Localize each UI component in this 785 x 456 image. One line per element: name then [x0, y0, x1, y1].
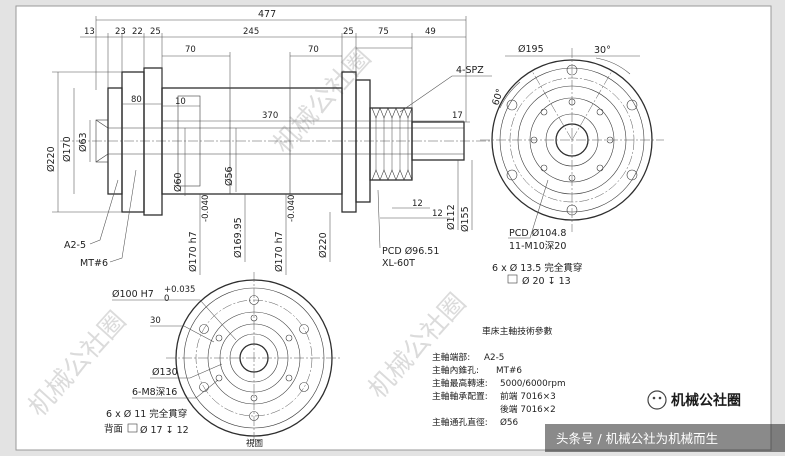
- body-step: [177, 95, 201, 187]
- dim-17: 17: [452, 111, 463, 121]
- dim-70-left: 70: [185, 45, 196, 55]
- dia-220: Ø220: [46, 146, 57, 172]
- front-back-face: 背面: [104, 423, 123, 435]
- credit-bar: [545, 424, 785, 452]
- rear-shaft: [411, 121, 465, 161]
- spec-row-2-value: MT#6: [496, 366, 522, 376]
- front-dia-130: Ø130: [152, 367, 178, 378]
- dim-70-right: 70: [308, 45, 319, 55]
- front-partial-label: 30: [150, 316, 161, 326]
- spec-row-3-label: 主軸最高轉速:: [432, 377, 488, 389]
- spec-row-6-value: Ø56: [500, 417, 519, 428]
- front-caption: 視圖: [246, 438, 263, 449]
- spec-row-1-value: A2-5: [484, 353, 504, 363]
- end-holes: 6 x Ø 13.5 完全貫穿: [492, 262, 582, 274]
- dim-75: 75: [378, 27, 389, 37]
- end-thread: 11-M10深20: [509, 241, 566, 252]
- dim-25-rear: 25: [343, 27, 354, 37]
- credit-text: 头条号 / 机械公社为机械而生: [556, 431, 718, 446]
- angle-60: 60°: [490, 88, 506, 107]
- brand-name: 机械公社圈: [671, 392, 741, 409]
- dia-155: Ø155: [460, 206, 471, 232]
- spec-table: 車床主軸技術參數 主軸端部: A2-5 主軸內錐孔: MT#6 主軸最高轉速: …: [432, 325, 566, 428]
- label-xl-60t: XL-60T: [382, 258, 415, 269]
- spec-title: 車床主軸技術參數: [482, 325, 553, 337]
- spz-leader: [399, 75, 492, 113]
- dia-169-95: Ø169.95: [233, 217, 244, 258]
- spec-row-2-label: 主軸內錐孔:: [432, 364, 479, 376]
- taper-top: [95, 119, 109, 129]
- front-cbore-symbol: [127, 423, 138, 433]
- dim-25: 25: [150, 27, 161, 37]
- taper-bottom: [95, 153, 109, 163]
- label-mt6: MT#6: [80, 258, 108, 269]
- front-view: Ø100 H7 +0.035 0 30 Ø130 6-M8深16 6 x Ø 1…: [104, 272, 342, 449]
- dia-170: Ø170: [62, 136, 73, 162]
- front-bore-dia: Ø100 H7: [112, 289, 154, 300]
- dim-12b: 12: [432, 209, 443, 219]
- front-m8-leader: [132, 379, 219, 399]
- front-bore-leader: [112, 299, 237, 341]
- dia-60: Ø60: [173, 172, 184, 192]
- end-dia-195: Ø195: [518, 44, 544, 55]
- dim-13: 13: [84, 27, 95, 37]
- dim-12a: 12: [412, 199, 423, 209]
- dia-220-bottom: Ø220: [318, 232, 329, 258]
- label-4-spz: 4-SPZ: [456, 65, 484, 76]
- dia-170h7-right: Ø170 h7: [274, 231, 285, 272]
- spec-row-3-value: 5000/6000rpm: [500, 379, 566, 389]
- bottom-dimension-lines: [199, 160, 473, 275]
- tol-left: -0.040: [201, 195, 211, 222]
- spec-row-4-label: 主軸軸承配置:: [432, 390, 488, 402]
- end-60-axis: [531, 70, 573, 141]
- side-view: 477 13 23 22 25 70 245 70 25 75 49 80 10…: [46, 9, 492, 275]
- drawing-sheet: [15, 5, 772, 451]
- front-m8: 6-M8深16: [132, 387, 177, 398]
- spec-row-1-label: 主軸端部:: [432, 351, 470, 363]
- label-a2-5: A2-5: [64, 240, 86, 251]
- end-pcd-leader: [508, 179, 549, 239]
- dim-10: 10: [175, 97, 186, 107]
- dim-370: 370: [262, 111, 278, 121]
- spec-row-4-value: 前端 7016×3: [500, 390, 556, 402]
- dia-63: Ø63: [78, 132, 89, 152]
- dim-22: 22: [132, 27, 143, 37]
- brand-badge: 机械公社圈: [647, 390, 741, 410]
- angle-30: 30°: [594, 45, 611, 56]
- top-dimensions: [80, 16, 467, 122]
- wechat-icon: [647, 390, 667, 410]
- spec-row-6-label: 主軸通孔直徑:: [432, 416, 488, 428]
- dia-170h7-left: Ø170 h7: [188, 231, 199, 272]
- front-bore-tol-top: +0.035: [164, 285, 195, 295]
- end-30-axis: [571, 70, 613, 141]
- front-bore-tol-bot: 0: [164, 294, 169, 304]
- belt-leader: [377, 189, 381, 249]
- pulley-grooves: [371, 107, 413, 181]
- angle-30-arc: [595, 57, 631, 75]
- a25-leader: [89, 179, 119, 245]
- dim-49: 49: [425, 27, 436, 37]
- end-view: Ø195 30° 60° PCD Ø104.8 11-M10深20 6 x Ø …: [480, 44, 664, 287]
- end-pcd: PCD Ø104.8: [509, 228, 566, 239]
- cbore-symbol: [507, 274, 518, 284]
- label-pcd-belt: PCD Ø96.51: [382, 246, 439, 257]
- front-partial-leader: [150, 325, 215, 343]
- tol-right: -0.040: [287, 195, 297, 222]
- dia-112: Ø112: [446, 204, 457, 230]
- dim-80: 80: [131, 95, 142, 105]
- dim-245: 245: [243, 27, 259, 37]
- mt6-leader: [109, 169, 137, 263]
- end-cbore: Ø 20 ↧ 13: [522, 276, 571, 287]
- nose-tip: [95, 119, 109, 163]
- front-cbore: Ø 17 ↧ 12: [140, 425, 189, 436]
- dim-477: 477: [258, 9, 276, 20]
- front-130-leader: [150, 363, 223, 379]
- spec-row-5-value: 後端 7016×2: [500, 403, 556, 415]
- dim-23: 23: [115, 27, 126, 37]
- angle-60-arc: [499, 81, 521, 109]
- front-holes: 6 x Ø 11 完全貫穿: [106, 408, 187, 420]
- dia-56: Ø56: [224, 166, 235, 186]
